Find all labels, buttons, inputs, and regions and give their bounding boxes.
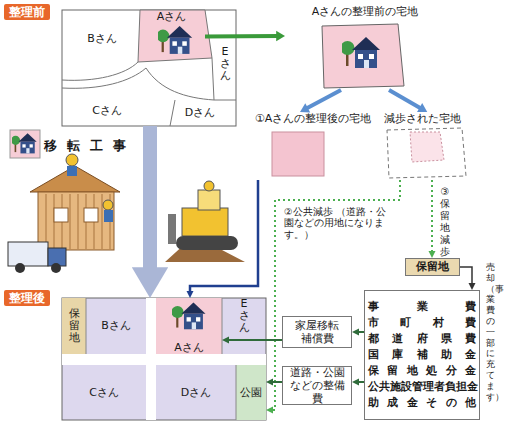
funding-box: 事業費市町村費都道府県費国庫補助金保留地処分金公共施設管理者負担金助成金その他 [364, 290, 480, 420]
after-map [62, 298, 266, 420]
connector [352, 329, 364, 336]
node-label: Dさん [181, 386, 211, 399]
connector-line [389, 90, 422, 109]
section-tab: 整理前 [4, 4, 50, 20]
node-label: 公園 [240, 386, 262, 399]
parcel: 公園 [236, 365, 266, 420]
edge-label: 移転工事 [44, 138, 136, 154]
node-label: Aさんの整理前の宅地 [312, 5, 419, 18]
edge-label: 売却（事業費の一部に充てます） [486, 262, 495, 402]
node-label: 保留地 [416, 260, 449, 273]
parcel: Dさん [180, 104, 220, 122]
parcel: Eさん [218, 46, 232, 86]
node-label: 国庫補助金 [368, 347, 476, 363]
parcel: Aさん [156, 298, 222, 354]
parcel: Cさん [62, 365, 146, 420]
node-label: 公共施設管理者負担金 [368, 379, 476, 395]
before-map [62, 10, 236, 126]
map-region: 整理前BさんAさんEさんCさんDさん [62, 10, 236, 126]
connector-line [190, 180, 258, 293]
node-label: 市町村費 [368, 315, 476, 331]
node-label: Eさん [220, 46, 231, 82]
node-label: 事業費 [368, 299, 476, 315]
node-label: Eさん [239, 298, 250, 334]
parcel: Dさん [156, 365, 236, 420]
plank [70, 194, 71, 249]
node-label: Aさん [157, 10, 187, 23]
reduced-lot-shape [387, 128, 466, 178]
node-label: Cさん [92, 104, 122, 117]
node-label: 家屋移転補償費 [294, 319, 340, 345]
connector [352, 379, 364, 386]
edge-label: ②公共減歩 （道路・公園などの用地になります。） [284, 206, 388, 240]
connector [187, 180, 259, 298]
connector-line [431, 180, 433, 253]
bulldozer-illustration [165, 181, 245, 262]
plank [46, 194, 47, 249]
arrowhead [352, 329, 359, 336]
construction-illustration [8, 154, 120, 273]
arrowhead [132, 267, 168, 298]
node-label: 保留地処分金 [368, 363, 476, 379]
parcel: Bさん [86, 298, 146, 354]
plank [78, 194, 79, 249]
arrowhead [352, 379, 359, 386]
lot-panel: ①Aさんの整理後の宅地 [248, 112, 378, 180]
parcel: Bさん [82, 30, 122, 48]
node-label: 都道府県費 [368, 331, 476, 347]
arrowhead [276, 31, 285, 41]
reserve-box: 保留地 [405, 258, 460, 276]
section-tab: 整理後 [4, 290, 50, 306]
lot-shape [322, 24, 404, 88]
node-label: ①Aさんの整理後の宅地 [255, 112, 371, 125]
parcel: Eさん [222, 298, 266, 354]
node-label: Dさん [185, 106, 215, 119]
arrowhead [222, 337, 229, 344]
connector-line [305, 90, 341, 109]
connector [222, 337, 282, 344]
connector [389, 90, 427, 112]
connector-line [460, 267, 472, 285]
connector [300, 90, 341, 112]
node-label: 助成金その他 [368, 395, 476, 411]
connector-line [227, 339, 282, 341]
node-label: 減歩された宅地 [384, 112, 461, 125]
lot-panel: Aさんの整理前の宅地 [285, 5, 445, 90]
node-label: 保留地 [69, 308, 80, 344]
arrowhead [469, 283, 476, 290]
arrowhead [266, 379, 273, 386]
cost-box: 道路・公園などの整備費 [282, 366, 352, 405]
arrowhead [266, 407, 273, 414]
arrowhead [187, 291, 194, 298]
connector [132, 126, 168, 298]
connector [460, 267, 476, 290]
connector [205, 31, 285, 41]
cost-box: 家屋移転補償費 [282, 316, 352, 348]
lot-after-shape [272, 132, 324, 176]
node-label: Cさん [89, 386, 119, 399]
connector-line [205, 34, 279, 38]
connector [429, 180, 436, 258]
node-label: Aさん [174, 341, 204, 354]
node-label: 道路・公園などの整備費 [285, 366, 349, 406]
connector-line [143, 126, 157, 276]
house-icon [10, 130, 40, 158]
lot-panel: 減歩された宅地 [375, 112, 470, 180]
map-region: 整理後保留地BさんAさんEさんCさんDさん公園 [62, 298, 266, 420]
arrowhead [417, 103, 427, 112]
parcel: Aさん [138, 10, 205, 58]
parcel: 保留地 [62, 298, 86, 354]
arrowhead [300, 103, 310, 112]
node-label: Bさん [101, 319, 131, 332]
parcel: Cさん [82, 102, 132, 120]
connector [266, 379, 282, 386]
node-label: Bさん [87, 32, 117, 45]
edge-label: ③保留地減歩 [440, 186, 450, 258]
plank [102, 194, 103, 249]
arrowhead [429, 251, 436, 258]
